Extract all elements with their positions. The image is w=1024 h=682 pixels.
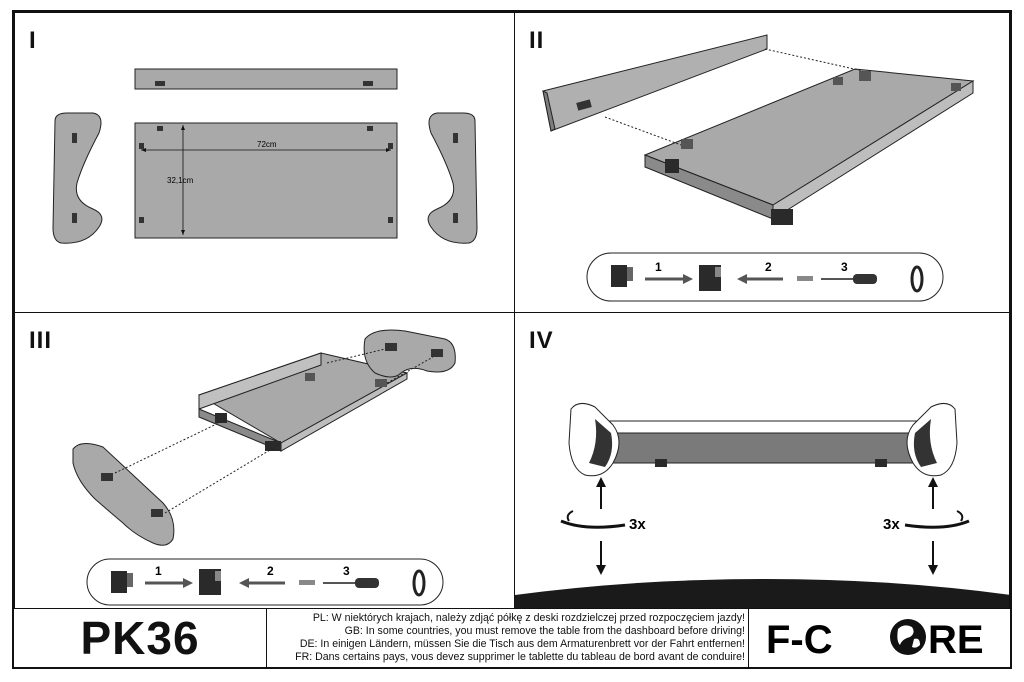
rail-bracket-right [363, 81, 373, 86]
dashboard [515, 579, 1009, 608]
step-label-2: 2 [267, 564, 274, 578]
step-panel-3: III 1 [14, 312, 515, 609]
step-number: I [29, 27, 37, 54]
dashboard-mount-diagram: 3x 3x [515, 403, 1009, 608]
warning-pl: PL: W niektórych krajach, należy zdjąć p… [312, 612, 745, 624]
shelf-board [576, 420, 952, 434]
step-label-1: 1 [155, 564, 162, 578]
step-number: III [29, 327, 53, 354]
side-bracket-right [363, 329, 456, 378]
width-dimension: 72cm [257, 140, 277, 149]
side-bracket-left [52, 112, 103, 244]
steps-capsule [586, 252, 944, 302]
rail-assembly-diagram: 1 2 3 [542, 34, 975, 302]
side-bracket-left [72, 443, 175, 546]
rotation-count-left: 3x [629, 516, 646, 533]
product-code: PK36 [14, 608, 267, 667]
step-label-3: 3 [841, 260, 848, 274]
step-number: IV [529, 327, 554, 354]
parts-diagram: 72cm 32,1cm [52, 68, 478, 244]
back-rail [542, 34, 768, 132]
safety-warnings: PL: W niektórych krajach, należy zdjąć p… [266, 608, 749, 667]
side-bracket-right [427, 112, 478, 244]
step-label-2: 2 [765, 260, 772, 274]
brand-suffix: RE [928, 618, 984, 662]
side-assembly-diagram: 1 2 3 [72, 329, 456, 606]
step-label-3: 3 [343, 564, 350, 578]
shelf-board [134, 122, 398, 239]
brand-prefix: F-C [766, 618, 833, 662]
rail-bracket-left [155, 81, 165, 86]
step-label-1: 1 [655, 260, 662, 274]
step-panel-2: II 1 [514, 12, 1010, 313]
warning-fr: FR: Dans certains pays, vous devez suppr… [295, 651, 745, 663]
instruction-sheet: I 72cm 32,1cm [12, 10, 1012, 669]
warning-gb: GB: In some countries, you must remove t… [344, 625, 745, 637]
rotation-count-right: 3x [883, 516, 900, 533]
brand-logo: F-C RE [749, 608, 1010, 667]
back-rail [134, 68, 398, 90]
warning-de: DE: In einigen Ländern, müssen Sie die T… [299, 638, 745, 650]
step-panel-4: IV 3x 3x [514, 312, 1010, 609]
step-number: II [529, 27, 545, 54]
globe-icon [889, 618, 926, 655]
step-panel-1: I 72cm 32,1cm [14, 12, 515, 313]
screw-marks [139, 126, 393, 223]
depth-dimension: 32,1cm [167, 176, 194, 185]
footer: PK36 PL: W niektórych krajach, należy zd… [14, 608, 1010, 667]
